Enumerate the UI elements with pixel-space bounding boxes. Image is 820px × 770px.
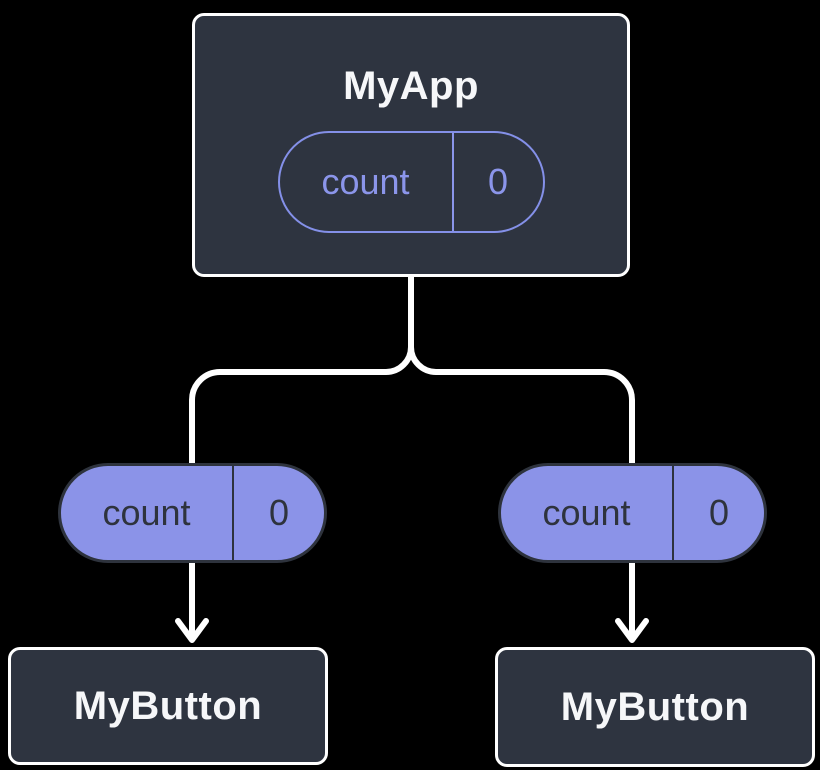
state-pill: count 0 (277, 130, 545, 233)
prop-pill-left: count 0 (58, 463, 327, 563)
prop-value-right: 0 (708, 492, 730, 533)
child-node-title-right: MyButton (560, 684, 750, 729)
right-arrowhead-icon (615, 618, 649, 643)
node-myapp: MyApp count 0 (192, 13, 630, 277)
prop-name-left: count (61, 466, 234, 560)
node-mybutton-left: MyButton (8, 647, 328, 765)
root-node-title: MyApp (343, 63, 479, 108)
left-branch-line (189, 344, 414, 639)
state-name: count (280, 132, 454, 231)
state-value: 0 (487, 160, 509, 202)
left-arrowhead-icon (175, 618, 209, 643)
node-mybutton-right: MyButton (495, 647, 815, 767)
prop-pill-right: count 0 (498, 463, 767, 563)
right-branch-line (408, 344, 635, 639)
prop-value-left: 0 (268, 492, 290, 533)
child-node-title-left: MyButton (73, 683, 263, 728)
prop-name-right: count (501, 466, 674, 560)
